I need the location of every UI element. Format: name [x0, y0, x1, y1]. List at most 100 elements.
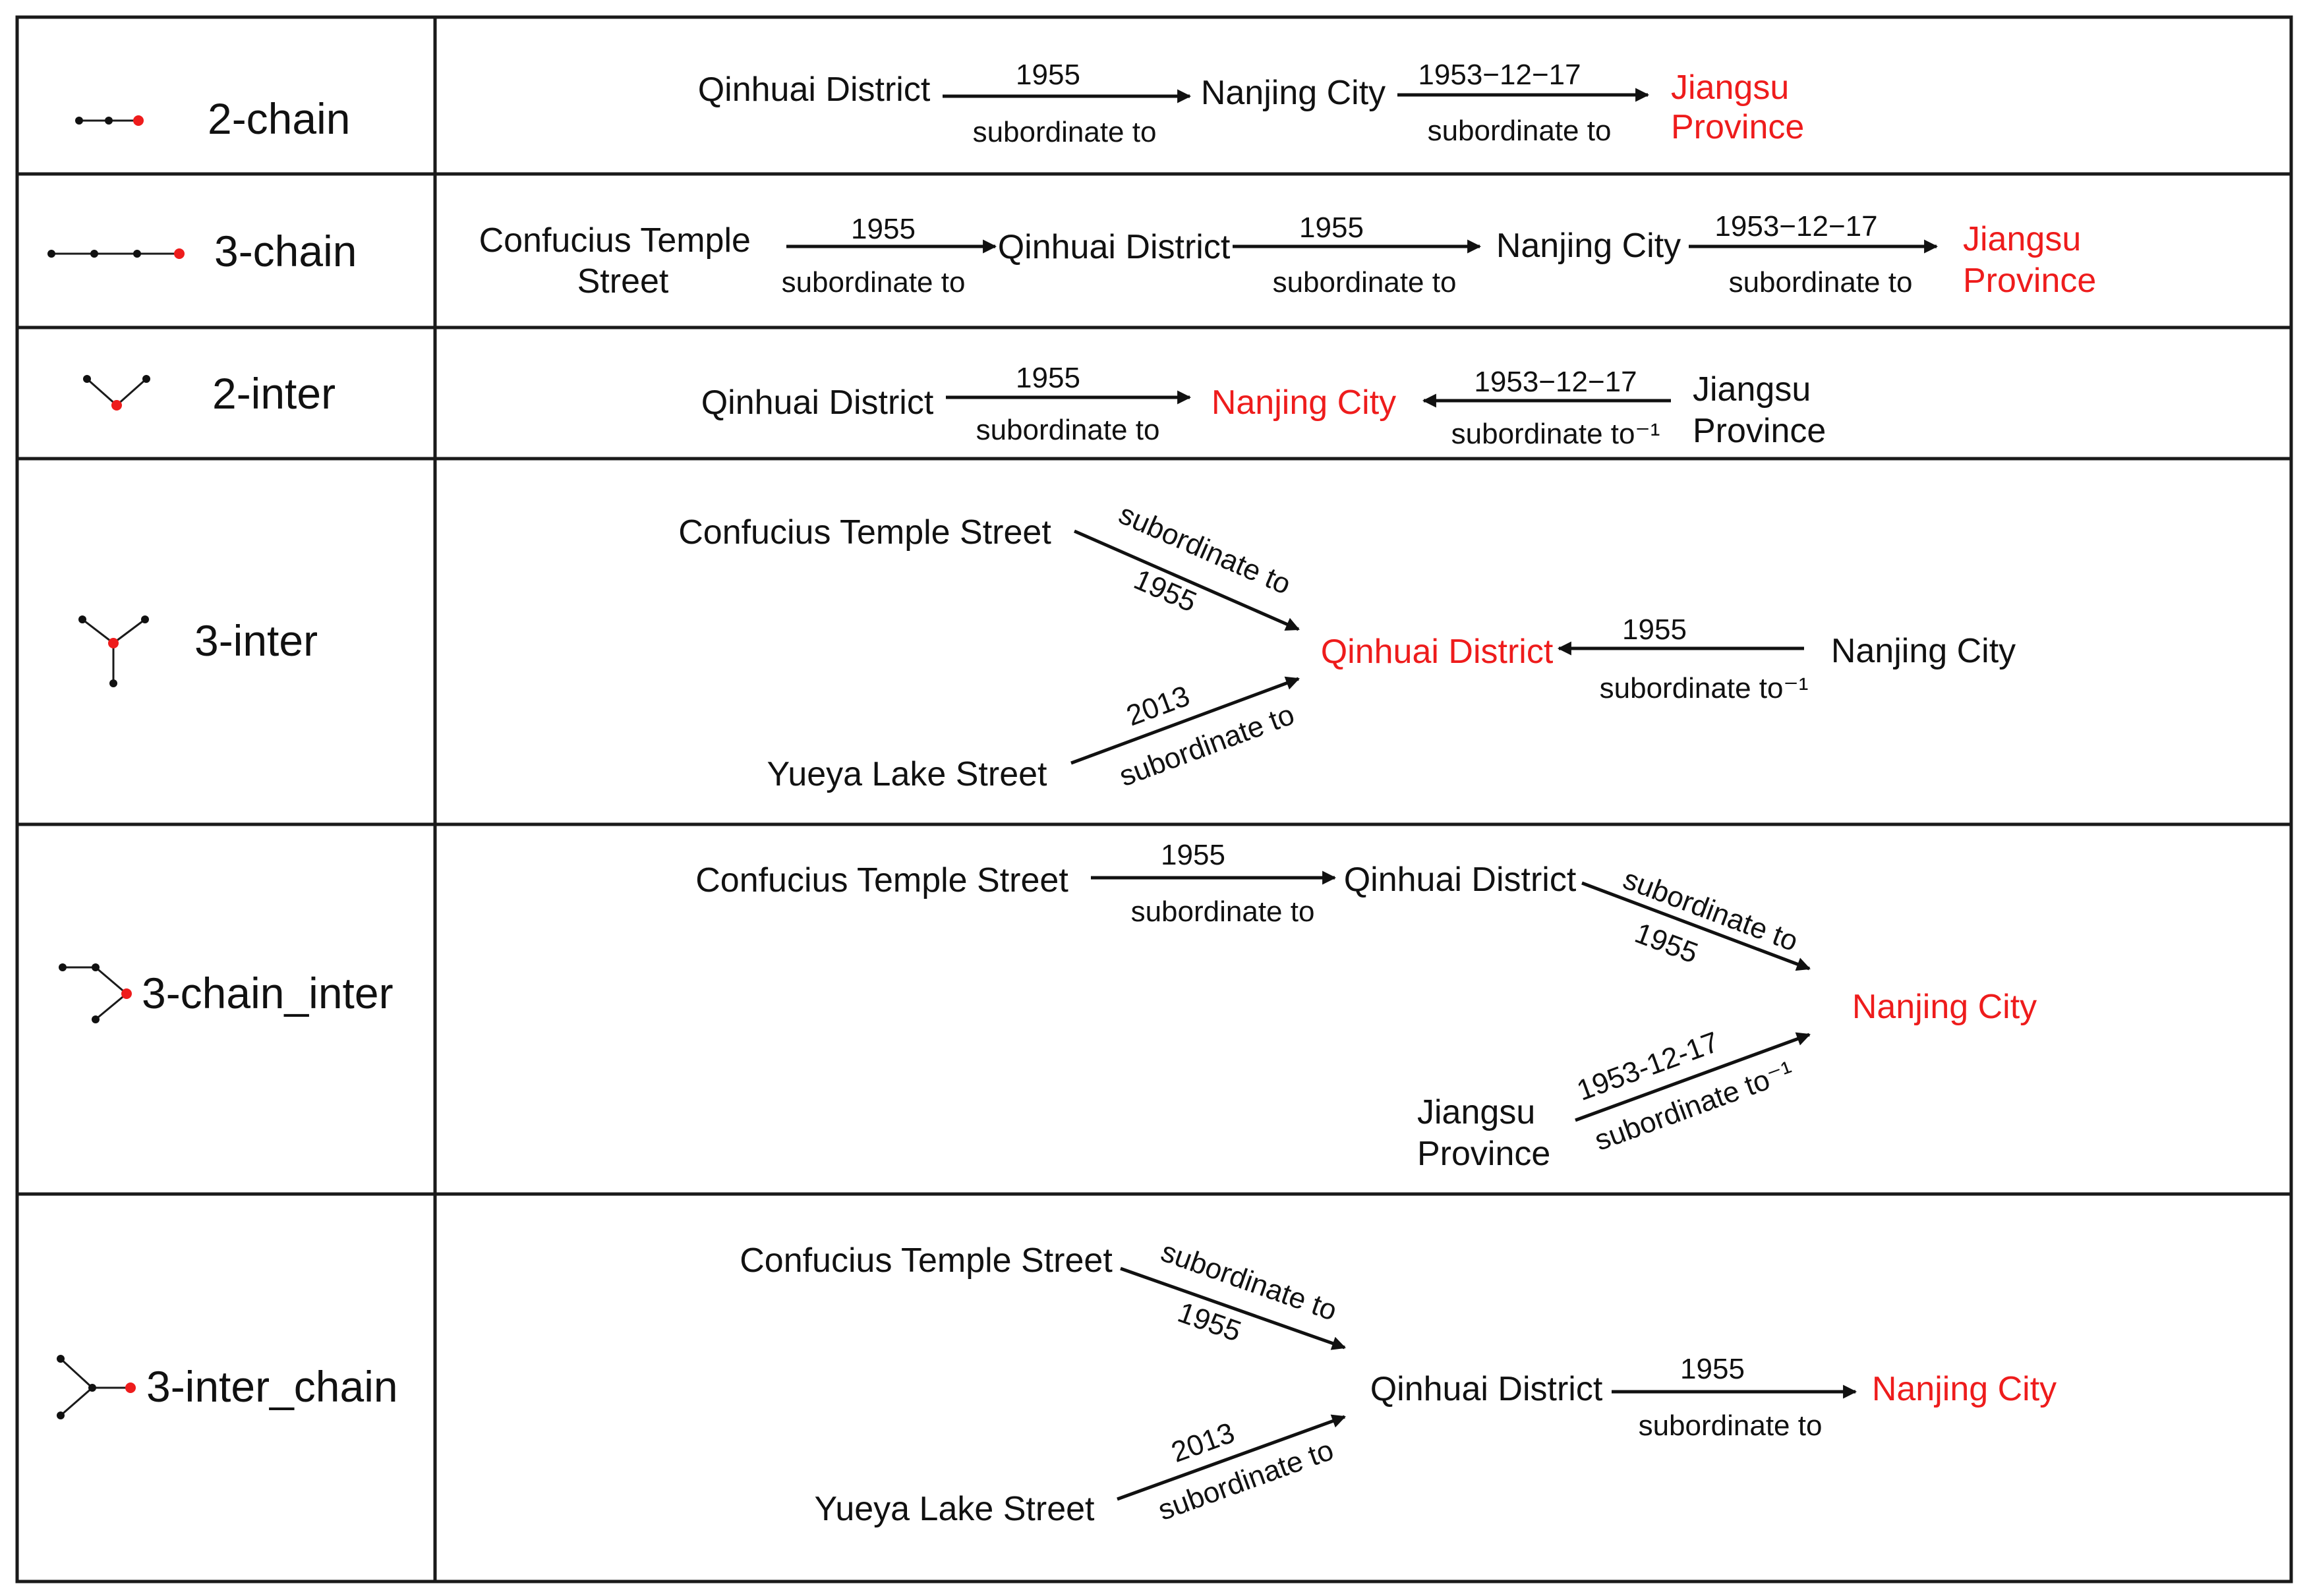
glyph-node-target: [174, 248, 185, 259]
glyph-node: [59, 963, 67, 971]
pattern-glyph-2-inter: [83, 375, 150, 411]
pattern-glyph-3-chain-inter: [59, 963, 132, 1023]
glyph-node: [47, 250, 55, 258]
glyph-node: [90, 250, 98, 258]
node-line-2: Street: [577, 262, 669, 300]
table-grid: [15, 15, 2293, 1583]
entity-node: Confucius Temple Street: [479, 221, 761, 300]
glyph-node: [92, 963, 100, 971]
glyph-node: [75, 117, 83, 125]
edge-time: 1953−12−17: [1474, 366, 1637, 398]
entity-node: Nanjing City: [1496, 227, 1681, 265]
entity-node-target: Jiangsu Province: [1671, 69, 1804, 146]
entity-node-target: Nanjing City: [1212, 384, 1396, 422]
pattern-glyph-3-inter-chain: [57, 1355, 136, 1419]
glyph-node: [83, 375, 91, 383]
entity-node: Jiangsu Province: [1417, 1093, 1550, 1173]
target-line-2: Province: [1671, 108, 1804, 146]
edge-relation: subordinate to: [1131, 896, 1315, 928]
edge-relation: subordinate to: [1729, 266, 1913, 299]
entity-node-target: Nanjing City: [1872, 1370, 2057, 1408]
entity-node: Qinhuai District: [998, 228, 1231, 266]
edge-arrow: [1070, 676, 1300, 765]
node-line-1: Confucius Temple: [479, 221, 751, 260]
glyph-node-target: [108, 638, 119, 648]
edge-time: 1955: [1174, 1296, 1246, 1348]
entity-node: Nanjing City: [1831, 632, 2016, 670]
pattern-name: 3-inter: [194, 616, 318, 665]
edge-arrow: [1581, 881, 1811, 971]
target-line-1: Jiangsu: [1963, 220, 2081, 258]
glyph-node: [133, 250, 141, 258]
glyph-node: [78, 615, 86, 623]
glyph-node: [92, 1015, 100, 1023]
row-3-inter: 3-inter Confucius Temple Street subordin…: [78, 498, 2016, 793]
edge-relation: subordinate to: [973, 116, 1157, 148]
row-3-chain: 3-chain Confucius Temple Street 1955 sub…: [47, 210, 2096, 300]
entity-node-target: Jiangsu Province: [1963, 220, 2096, 300]
node-line-1: Jiangsu: [1417, 1093, 1535, 1131]
edge-arrow: [1575, 1032, 1811, 1122]
entity-node: Confucius Temple Street: [695, 861, 1068, 899]
edge-arrow: [1073, 529, 1300, 631]
row-2-chain: 2-chain Qinhuai District 1955 subordinat…: [75, 59, 1804, 148]
glyph-node: [57, 1355, 65, 1363]
target-line-2: Province: [1963, 262, 2096, 300]
glyph-node-target: [111, 400, 122, 411]
edge-time: 1955: [1680, 1353, 1745, 1385]
pattern-glyph-2-chain: [75, 115, 144, 126]
glyph-node: [88, 1384, 96, 1392]
edge-time: 1955: [851, 213, 916, 245]
edge-time: 1955: [1622, 613, 1687, 646]
pattern-glyph-3-inter: [78, 615, 149, 687]
pattern-name: 3-chain_inter: [142, 969, 394, 1017]
pattern-name: 2-inter: [212, 369, 336, 418]
edge-time: 2013: [1123, 679, 1194, 732]
glyph-node: [142, 375, 150, 383]
row-3-inter-chain: 3-inter_chain Confucius Temple Street su…: [57, 1236, 2057, 1528]
node-line-2: Province: [1693, 412, 1826, 450]
node-line-1: Jiangsu: [1693, 370, 1811, 409]
edge-time: 1953−12−17: [1418, 59, 1581, 91]
edge-relation: subordinate to: [782, 266, 966, 299]
glyph-node-target: [133, 115, 144, 126]
edge-relation: subordinate to⁻¹: [1600, 672, 1809, 704]
row-2-inter: 2-inter Qinhuai District 1955 subordinat…: [83, 362, 1826, 450]
edge-time: 1955: [1161, 839, 1225, 871]
table-border: [15, 15, 2293, 1583]
entity-node: Yueya Lake Street: [767, 755, 1048, 793]
glyph-node-target: [125, 1382, 136, 1393]
entity-node: Nanjing City: [1201, 74, 1386, 112]
edge-time: 1955: [1299, 212, 1364, 244]
edge-relation: subordinate to: [1273, 266, 1457, 299]
entity-node: Confucius Temple Street: [678, 513, 1051, 552]
edge-time: 2013: [1167, 1417, 1239, 1469]
edge-time: 1955: [1016, 59, 1080, 91]
entity-node: Qinhuai District: [1344, 861, 1577, 899]
edge-time: 1955: [1016, 362, 1080, 394]
edge-relation: subordinate to: [1428, 115, 1612, 147]
entity-node-target: Nanjing City: [1852, 988, 2037, 1026]
target-line-1: Jiangsu: [1671, 69, 1789, 107]
node-line-2: Province: [1417, 1135, 1550, 1173]
entity-node: Qinhuai District: [701, 384, 934, 422]
edge-arrow: [1117, 1414, 1346, 1501]
pattern-glyph-3-chain: [47, 248, 185, 259]
edge-relation: subordinate to: [976, 414, 1160, 446]
edge-relation: subordinate to⁻¹: [1451, 418, 1660, 450]
glyph-node: [141, 615, 149, 623]
edge-time: 1953−12−17: [1714, 210, 1877, 242]
entity-node: Jiangsu Province: [1693, 370, 1826, 450]
edge-arrow: [1120, 1267, 1346, 1350]
entity-node-target: Qinhuai District: [1321, 633, 1554, 671]
pattern-name: 3-chain: [214, 227, 357, 275]
pattern-name: 2-chain: [208, 94, 350, 143]
edge-relation: subordinate to: [1639, 1410, 1823, 1442]
glyph-node: [57, 1411, 65, 1419]
glyph-node: [105, 117, 113, 125]
glyph-node: [109, 679, 117, 687]
entity-node: Confucius Temple Street: [740, 1241, 1113, 1280]
pattern-name: 3-inter_chain: [146, 1362, 398, 1411]
entity-node: Qinhuai District: [1370, 1370, 1603, 1408]
